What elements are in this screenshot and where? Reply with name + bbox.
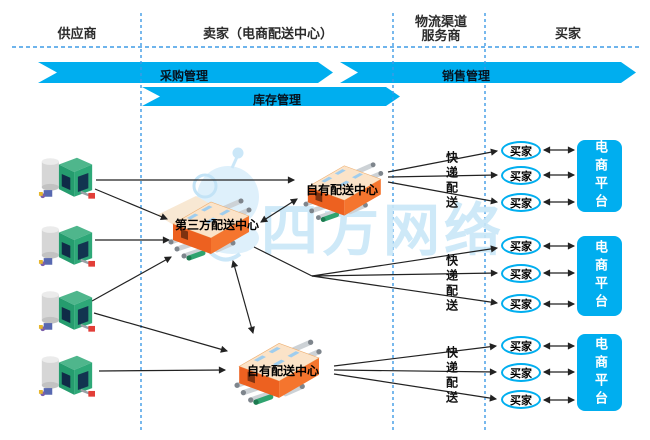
buyer-oval: 买家 — [501, 166, 541, 185]
header-column-logistics: 物流渠道 服务商 — [415, 16, 467, 44]
connector-line — [98, 366, 227, 374]
connector-line — [91, 256, 172, 302]
connector-line — [387, 181, 499, 205]
buyer-oval: 买家 — [501, 390, 541, 409]
buyer-oval: 买家 — [501, 363, 541, 382]
delivery-label: 快递配送 — [444, 346, 459, 406]
connector-line — [333, 368, 498, 376]
buyer-oval: 买家 — [501, 264, 541, 283]
connector-line — [253, 246, 313, 277]
banner-procurement-shape — [38, 62, 333, 83]
connector-lines — [91, 146, 576, 404]
banner-sales-shape — [340, 62, 636, 83]
header-logistics-line2: 服务商 — [421, 29, 461, 44]
header-column-seller: 卖家（电商配送中心） — [202, 27, 334, 42]
connector-line — [231, 259, 255, 335]
platform-box: 电商平台 — [577, 140, 622, 212]
buyer-oval: 买家 — [501, 236, 541, 255]
banner-inventory-shape — [142, 87, 400, 106]
factory-icon — [37, 354, 97, 398]
column-separators — [12, 13, 642, 430]
connector-line — [93, 312, 229, 353]
buyer-oval: 买家 — [501, 336, 541, 355]
banner-inventory-label: 库存管理 — [252, 93, 302, 107]
connector-line — [311, 269, 499, 277]
dc-own-top-label: 自有配送中心 — [305, 183, 379, 197]
header-column-supplier: 供应商 — [57, 27, 97, 42]
factory-icon — [37, 224, 97, 268]
connector-line — [333, 373, 498, 402]
factory-icon — [37, 289, 97, 333]
dc-third-party-label: 第三方配送中心 — [174, 218, 260, 232]
connector-line — [387, 148, 499, 173]
connector-line — [260, 198, 298, 223]
platform-box: 电商平台 — [577, 334, 622, 411]
delivery-label: 快递配送 — [444, 150, 459, 211]
dc-own-bottom-label: 自有配送中心 — [246, 364, 320, 378]
watermark-text: 四方网络 — [261, 198, 505, 264]
buyer-oval: 买家 — [501, 141, 541, 160]
connector-line — [387, 171, 499, 179]
banner-sales-label: 销售管理 — [441, 69, 491, 83]
connector-line — [311, 245, 499, 277]
buyer-oval: 买家 — [501, 294, 541, 313]
header-column-buyer: 买家 — [554, 27, 582, 42]
platform-box: 电商平台 — [577, 236, 622, 316]
connector-line — [94, 188, 168, 220]
banner-procurement-label: 采购管理 — [159, 69, 209, 83]
connector-line — [333, 343, 498, 367]
factory-icon — [37, 156, 97, 200]
buyer-oval: 买家 — [501, 193, 541, 212]
delivery-label: 快递配送 — [444, 253, 459, 314]
header-logistics-line1: 物流渠道 — [414, 15, 468, 30]
process-banners — [38, 62, 636, 106]
connector-line — [311, 275, 499, 306]
